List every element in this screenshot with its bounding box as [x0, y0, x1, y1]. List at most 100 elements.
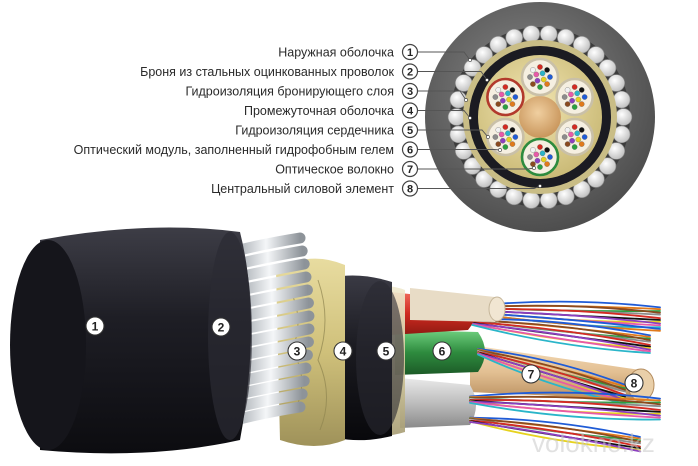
fiber-dot [581, 134, 588, 140]
legend-number-1: 1 [407, 47, 413, 59]
legend-label-5: Гидроизоляция сердечника [235, 124, 394, 138]
cable-tag-circle-2 [211, 317, 231, 337]
fiber-dot [505, 130, 511, 137]
fiber-dot [509, 127, 516, 133]
armor-wire [522, 25, 540, 43]
leader-line-8 [418, 185, 541, 189]
outer-jacket [40, 227, 251, 454]
leader-dot-2 [485, 78, 489, 82]
leader-line-7 [418, 167, 535, 170]
optical-modules [486, 57, 594, 177]
armor-wire [540, 25, 558, 43]
legend-label-3: Гидроизоляция бронирующего слоя [185, 85, 394, 99]
cable-tag-circle-1 [85, 316, 105, 336]
legend-number-4: 4 [407, 106, 414, 118]
fiber-dot [495, 87, 502, 93]
leader-line-1 [418, 51, 471, 61]
legend-label-1: Наружная оболочка [278, 46, 394, 60]
leader-dot-1 [468, 58, 472, 62]
cable-tag-circle-8 [624, 373, 644, 393]
fiber-dot [530, 147, 536, 153]
fiber-strand [469, 321, 651, 346]
fiber-dot [506, 96, 512, 103]
cross-section [425, 2, 655, 232]
leader-line-4 [418, 110, 471, 119]
fiber-strand [469, 391, 661, 400]
armor-wire [447, 108, 466, 126]
fiber-strand [477, 353, 626, 403]
watermark: volokno.kz [532, 428, 655, 458]
fiber-dot [492, 94, 499, 100]
fiber-dot [512, 94, 519, 100]
fiber-dot [492, 134, 499, 140]
fiber-strand [469, 416, 641, 438]
fiber-dot [581, 94, 588, 100]
leader-dot-6 [498, 148, 502, 152]
fiber-dot [537, 164, 543, 170]
legend-number-6: 6 [407, 145, 413, 157]
fiber-dot [547, 154, 553, 160]
fiber-dot [533, 151, 540, 158]
fiber-strand [469, 401, 661, 419]
armor-wire [475, 46, 493, 64]
outer-jacket-left-end [10, 240, 86, 450]
fiber-dot [544, 67, 550, 73]
fiber-dot [512, 134, 519, 140]
fiber-dot [571, 84, 578, 90]
fiber-dot [498, 91, 505, 98]
fiber-dot [561, 94, 568, 100]
cable-tag-circle-4 [333, 341, 353, 361]
cable-tag-circle-6 [432, 341, 452, 361]
fiber-dot [578, 127, 585, 133]
fiber-dot [575, 96, 582, 103]
leader-line-6 [418, 149, 501, 151]
fiber-strand [477, 349, 626, 391]
legend-number-2: 2 [407, 67, 413, 79]
fiber-dot [540, 156, 547, 163]
leader-dot-3 [464, 98, 468, 102]
fiber-dot [571, 104, 578, 110]
fiber-dot [506, 136, 512, 143]
fiber-dot [495, 101, 502, 107]
legend-number-circle-6 [401, 141, 419, 158]
fiber-dot [539, 70, 546, 77]
legend-label-8: Центральный силовой элемент [211, 182, 394, 196]
fiber-strand [469, 323, 651, 354]
leader-dot-5 [486, 135, 490, 139]
leader-dot-4 [468, 116, 472, 120]
fiber-dot [544, 81, 550, 87]
leader-line-2 [418, 71, 488, 81]
fiber-dot [540, 76, 547, 83]
cable-tag-circle-7 [521, 364, 541, 384]
fiber-dot [539, 150, 546, 157]
fiber-strand [477, 351, 626, 396]
fiber-dot [537, 84, 543, 90]
grey-module-tube [400, 378, 476, 428]
armor-wire [587, 170, 605, 188]
cable-cutaway [10, 227, 661, 454]
legend-number-circle-1 [401, 43, 419, 61]
fiber-dot [527, 74, 533, 80]
fiber-dot [502, 144, 509, 150]
fiber-dot [500, 137, 506, 144]
fiber-dot [530, 81, 536, 87]
fiber-dot [569, 97, 575, 104]
armor-wire [540, 191, 558, 209]
cable-tag-circle-5 [376, 341, 396, 361]
legend-number-7: 7 [407, 164, 413, 176]
fiber-dot [574, 130, 580, 137]
leader-lines [418, 51, 542, 189]
fiber-dot [571, 124, 578, 130]
leader-line-3 [418, 90, 467, 101]
fiber-dot [537, 144, 543, 150]
cable-tag-1: 1 [92, 319, 99, 333]
legend-number-5: 5 [407, 125, 413, 137]
cable-tag-7: 7 [528, 367, 535, 381]
fiber-dot [578, 87, 585, 93]
fiber-dot [564, 141, 571, 147]
fiber-dot [505, 90, 511, 97]
fiber-dot [578, 101, 585, 107]
fiber-strand [469, 419, 641, 448]
fiber-strand [469, 421, 641, 453]
leader-line-5 [418, 129, 489, 138]
